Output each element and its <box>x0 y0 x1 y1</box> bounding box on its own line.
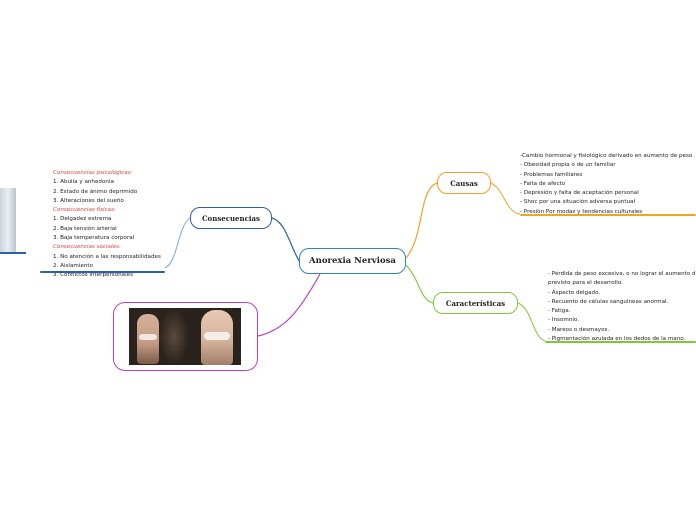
conse-line: 2. Aislamiento <box>53 262 93 269</box>
conse-line: Consecuencias sociales: <box>53 244 121 251</box>
mirror-photo <box>129 308 241 365</box>
link-central-image <box>257 273 321 337</box>
carac-line: - Fatiga. <box>548 308 571 315</box>
partial-link-left <box>0 252 26 254</box>
conse-line: 1. Abulia y anhedonia <box>53 179 114 186</box>
carac-line: - Recuento de células sanguíneas anormal… <box>548 298 669 305</box>
causas-line: - Presión Por modas y tendencias cultura… <box>520 208 643 215</box>
conse-line: 1. Delgadez extrema <box>53 216 112 223</box>
consecuencias-text: Consecuencias psicológicas: 1. Abulia y … <box>53 169 161 281</box>
conse-line: Consecuencias psicológicas: <box>53 170 133 176</box>
caracteristicas-label: Características <box>445 298 506 308</box>
causas-text-underline <box>520 214 696 216</box>
causas-line: -Cambio hormonal y fisiológico derivado … <box>520 153 693 159</box>
causas-label: Causas <box>450 178 478 188</box>
consecuencias-label: Consecuencias <box>201 213 261 223</box>
causas-node[interactable]: Causas <box>437 172 491 194</box>
carac-line: - Pigmentación azulada en los dedos de l… <box>548 336 686 343</box>
causas-text: -Cambio hormonal y fisiológico derivado … <box>520 152 692 217</box>
caracteristicas-node[interactable]: Características <box>433 292 518 314</box>
caracteristicas-text: - Pérdida de peso excesiva, o no lograr … <box>548 270 696 344</box>
carac-line: - Pérdida de peso excesiva, o no lograr … <box>548 271 696 277</box>
carac-line: - Mareos o desmayos. <box>548 326 610 333</box>
conse-line: 3. Conflictos interpersonales <box>53 272 133 279</box>
causas-line: - Shoc por una situación adversa puntual <box>520 199 636 206</box>
central-label: Anorexia Nerviosa <box>309 256 396 266</box>
conse-line: 2. Estado de ánimo deprimido <box>53 188 138 195</box>
link-caracteristicas-text <box>517 302 546 342</box>
conse-line: 1. No atención a las responsabilidades <box>53 253 161 260</box>
link-central-consecuencias <box>271 217 300 262</box>
conse-line: Consecuencias físicas: <box>53 207 116 214</box>
carac-line: previsto para el desarrollo. <box>548 280 623 287</box>
link-causas-text <box>490 182 521 215</box>
consecuencias-text-underline <box>40 271 165 273</box>
link-central-causas <box>405 182 438 259</box>
consecuencias-node[interactable]: Consecuencias <box>190 207 272 229</box>
causas-line: - Depresión y falta de aceptación person… <box>520 190 639 197</box>
central-node[interactable]: Anorexia Nerviosa <box>299 248 406 274</box>
link-central-caracteristicas <box>405 264 434 304</box>
conse-line: 2. Baja tensión arterial <box>53 225 117 232</box>
link-consecuencias-text <box>164 217 191 269</box>
carac-line: - Insomnio. <box>548 317 579 324</box>
partial-image-left <box>0 188 16 252</box>
carac-line: - Aspecto delgado. <box>548 289 601 296</box>
causas-line: - Falta de afecto <box>520 180 566 187</box>
caracteristicas-text-underline <box>545 341 696 343</box>
causas-line: - Problemas familiares <box>520 171 583 178</box>
conse-line: 3. Baja temperatura corporal <box>53 235 135 242</box>
causas-line: - Obesidad propia o de un familiar <box>520 162 616 169</box>
conse-line: 3. Alteraciones del sueño <box>53 197 124 204</box>
image-node[interactable] <box>113 302 258 371</box>
